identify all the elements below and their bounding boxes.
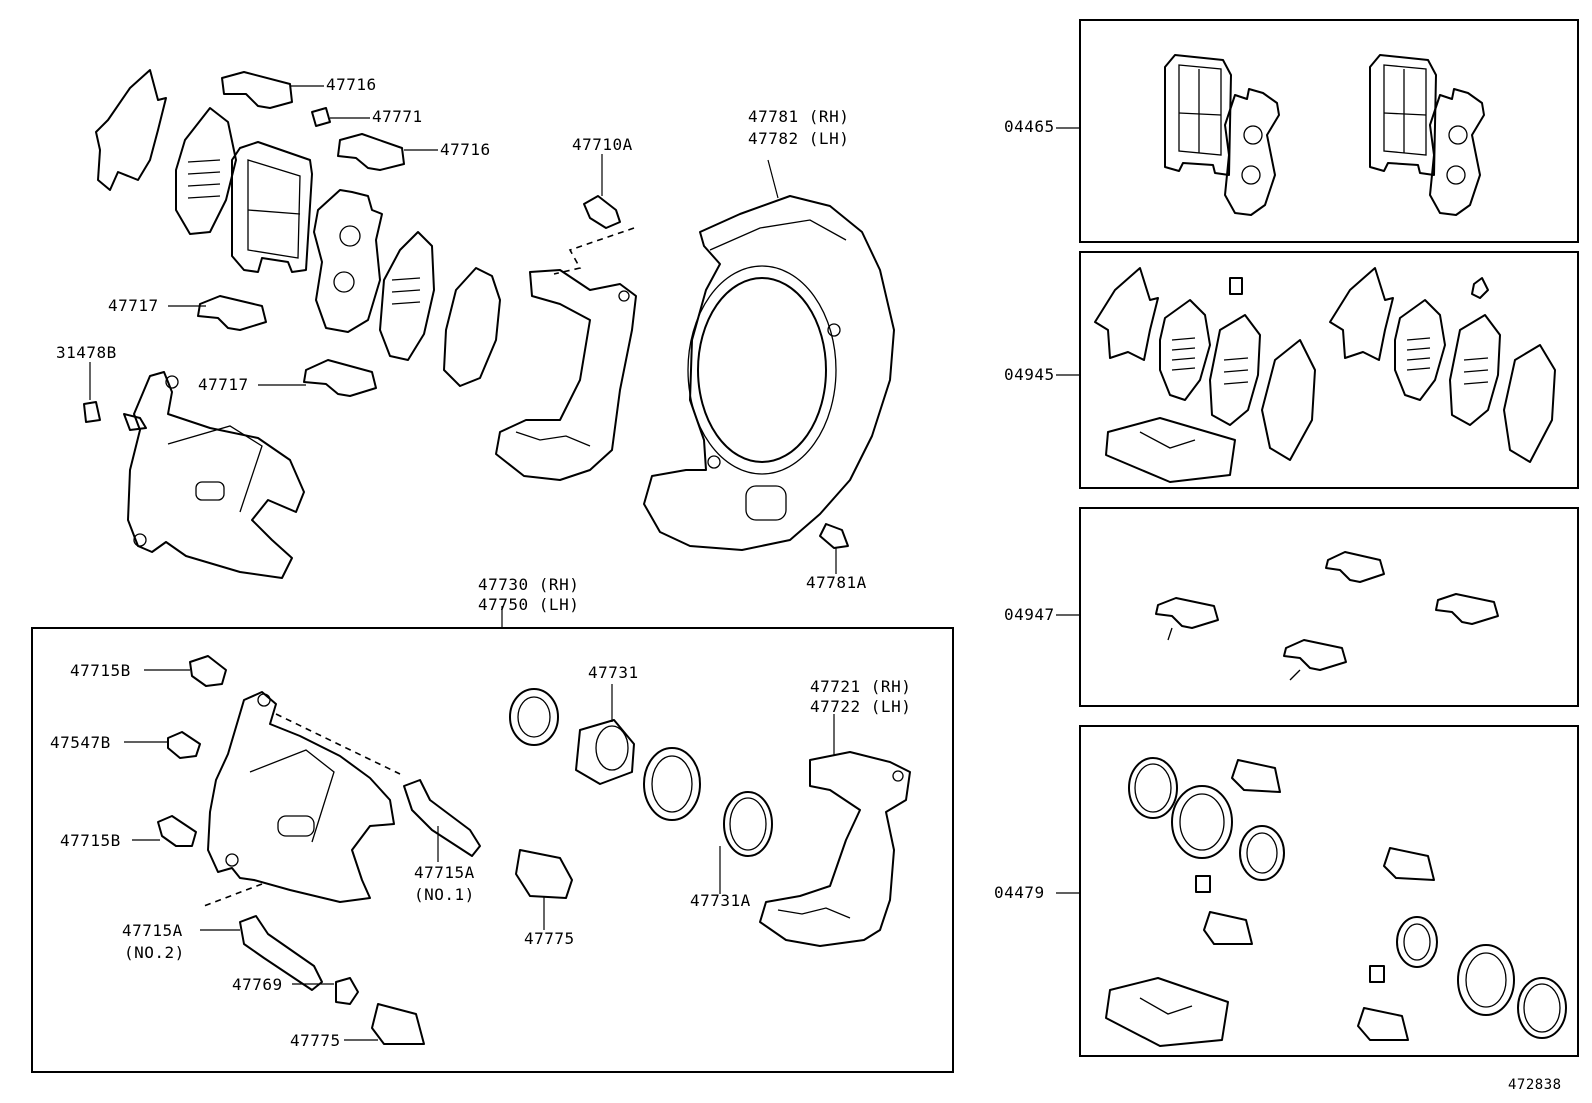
kit-04479-seals bbox=[1105, 757, 1567, 1047]
callout-no1: (NO.1) bbox=[414, 885, 475, 904]
kit-04947-clips bbox=[1155, 551, 1499, 681]
callout-47722-lh[interactable]: 47722 (LH) bbox=[810, 697, 912, 716]
callout-47775-lower[interactable]: 47775 bbox=[290, 1031, 341, 1050]
callout-47775-mid[interactable]: 47775 bbox=[524, 929, 575, 948]
callout-47547b[interactable]: 47547B bbox=[50, 733, 111, 752]
mounting-bracket-upper bbox=[495, 154, 637, 481]
upper-caliper-body bbox=[83, 362, 305, 579]
callout-47717-left[interactable]: 47717 bbox=[108, 296, 159, 315]
callout-47769[interactable]: 47769 bbox=[232, 975, 283, 994]
callout-47716-upper[interactable]: 47716 bbox=[326, 75, 377, 94]
callout-no2: (NO.2) bbox=[124, 943, 185, 962]
callout-47731a[interactable]: 47731A bbox=[690, 891, 751, 910]
callout-47715a-no2[interactable]: 47715A bbox=[122, 921, 183, 940]
callout-47717-lower[interactable]: 47717 bbox=[198, 375, 249, 394]
kit-box-04945[interactable] bbox=[1079, 251, 1579, 489]
kit-label-04945[interactable]: 04945 bbox=[1004, 365, 1055, 384]
callout-47781a[interactable]: 47781A bbox=[806, 573, 867, 592]
reference-number: 472838 bbox=[1508, 1077, 1562, 1093]
callout-31478b[interactable]: 31478B bbox=[56, 343, 117, 362]
kit-box-04465[interactable] bbox=[1079, 19, 1579, 243]
callout-47750-lh[interactable]: 47750 (LH) bbox=[478, 595, 580, 614]
kit-04465-pads bbox=[1164, 54, 1485, 216]
kit-label-04479[interactable]: 04479 bbox=[994, 883, 1045, 902]
kit-label-04465[interactable]: 04465 bbox=[1004, 117, 1055, 136]
callout-47716-lower[interactable]: 47716 bbox=[440, 140, 491, 159]
callout-47721-rh[interactable]: 47721 (RH) bbox=[810, 677, 912, 696]
callout-47715a-no1[interactable]: 47715A bbox=[414, 863, 475, 882]
callout-47730-rh[interactable]: 47730 (RH) bbox=[478, 575, 580, 594]
callout-47771[interactable]: 47771 bbox=[372, 107, 423, 126]
kit-box-04947[interactable] bbox=[1079, 507, 1579, 707]
callout-47715b-top[interactable]: 47715B bbox=[70, 661, 131, 680]
upper-pad-set bbox=[95, 69, 501, 397]
caliper-assembly-box[interactable] bbox=[31, 627, 954, 1073]
callout-47715b-mid[interactable]: 47715B bbox=[60, 831, 121, 850]
callout-47781-rh[interactable]: 47781 (RH) bbox=[748, 107, 850, 126]
disc-shield bbox=[643, 159, 895, 574]
callout-47731[interactable]: 47731 bbox=[588, 663, 639, 682]
caliper-assembly-parts bbox=[124, 606, 911, 1045]
kit-04945-shims bbox=[1094, 267, 1556, 483]
callout-47710a[interactable]: 47710A bbox=[572, 135, 633, 154]
kit-label-04947[interactable]: 04947 bbox=[1004, 605, 1055, 624]
kit-box-04479[interactable] bbox=[1079, 725, 1579, 1057]
callout-47782-lh[interactable]: 47782 (LH) bbox=[748, 129, 850, 148]
